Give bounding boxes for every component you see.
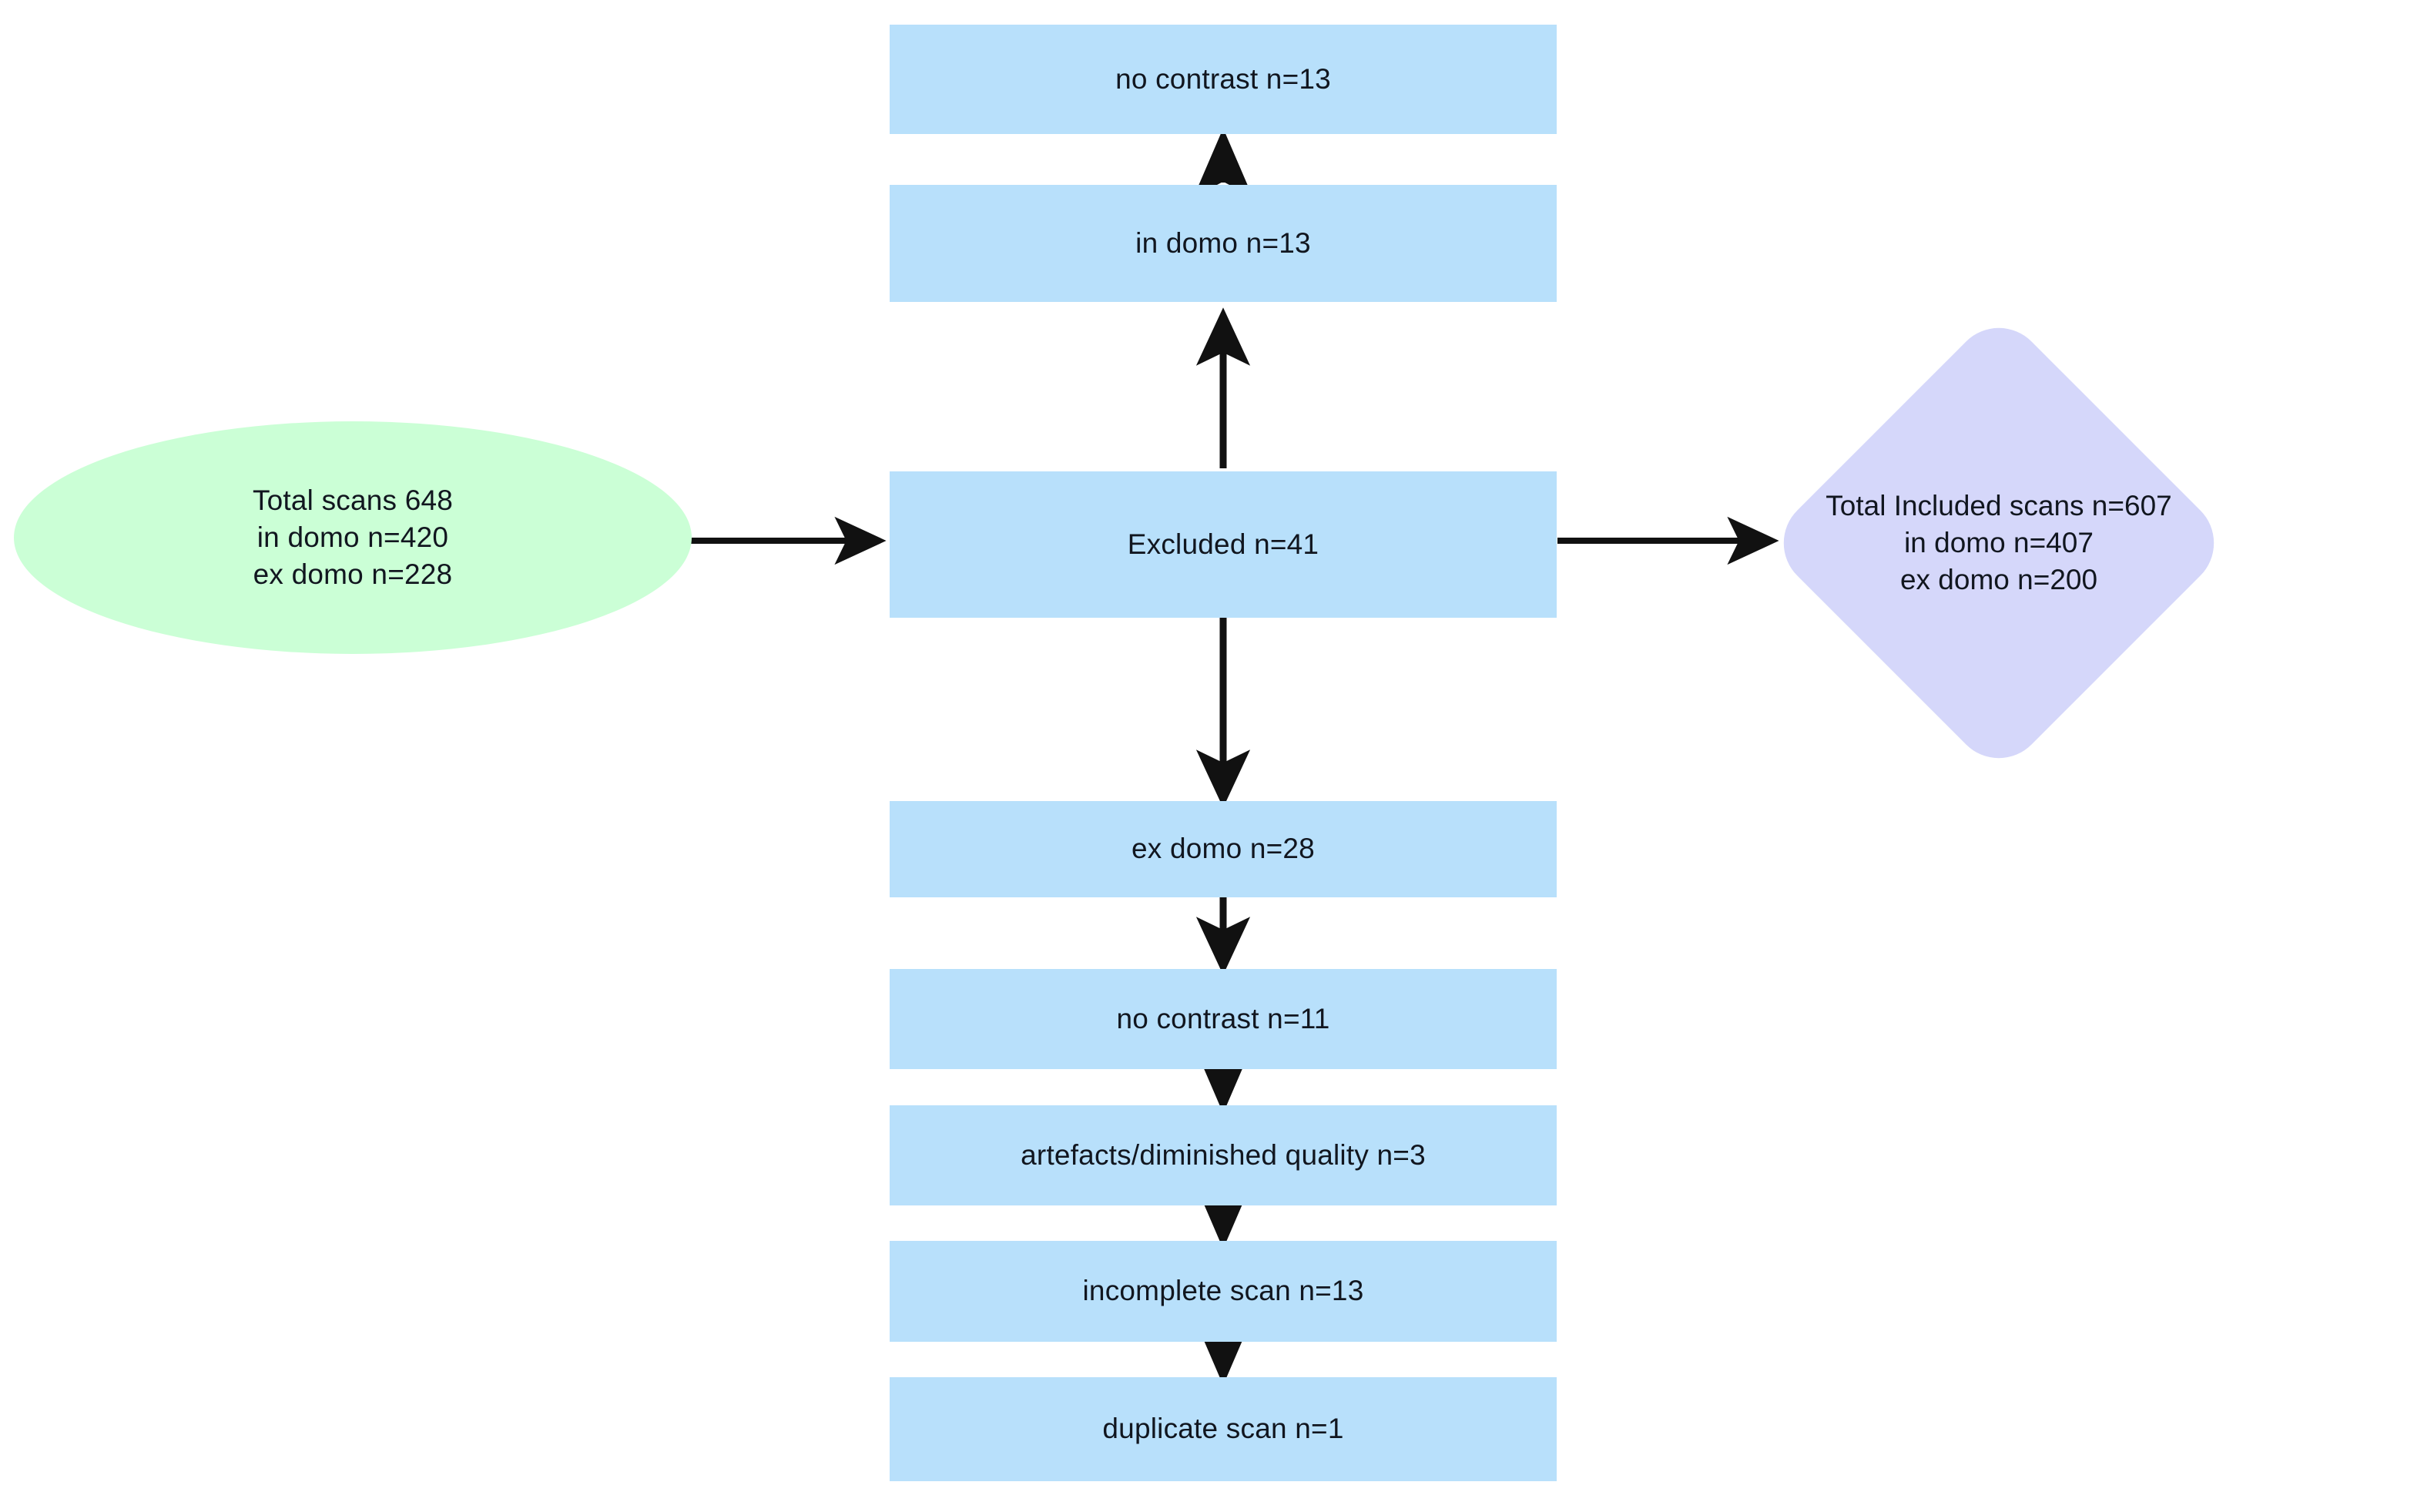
node-artefacts[interactable]: artefacts/diminished quality n=3 [890,1105,1557,1205]
node-in-domo[interactable]: in domo n=13 [890,185,1557,302]
node-excluded[interactable]: Excluded n=41 [890,471,1557,618]
node-no-contrast-top[interactable]: no contrast n=13 [890,25,1557,134]
node-no-contrast-bottom[interactable]: no contrast n=11 [890,969,1557,1069]
node-duplicate-scan[interactable]: duplicate scan n=1 [890,1377,1557,1481]
node-incomplete-scan[interactable]: incomplete scan n=13 [890,1241,1557,1342]
node-end-label: Total Included scans n=607 in domo n=407… [1826,489,2172,596]
node-ex-domo[interactable]: ex domo n=28 [890,801,1557,897]
node-start-total-scans[interactable]: Total scans 648 in domo n=420 ex domo n=… [14,421,692,654]
node-end-total-included[interactable]: Total Included scans n=607 in domo n=407… [1764,308,2234,778]
